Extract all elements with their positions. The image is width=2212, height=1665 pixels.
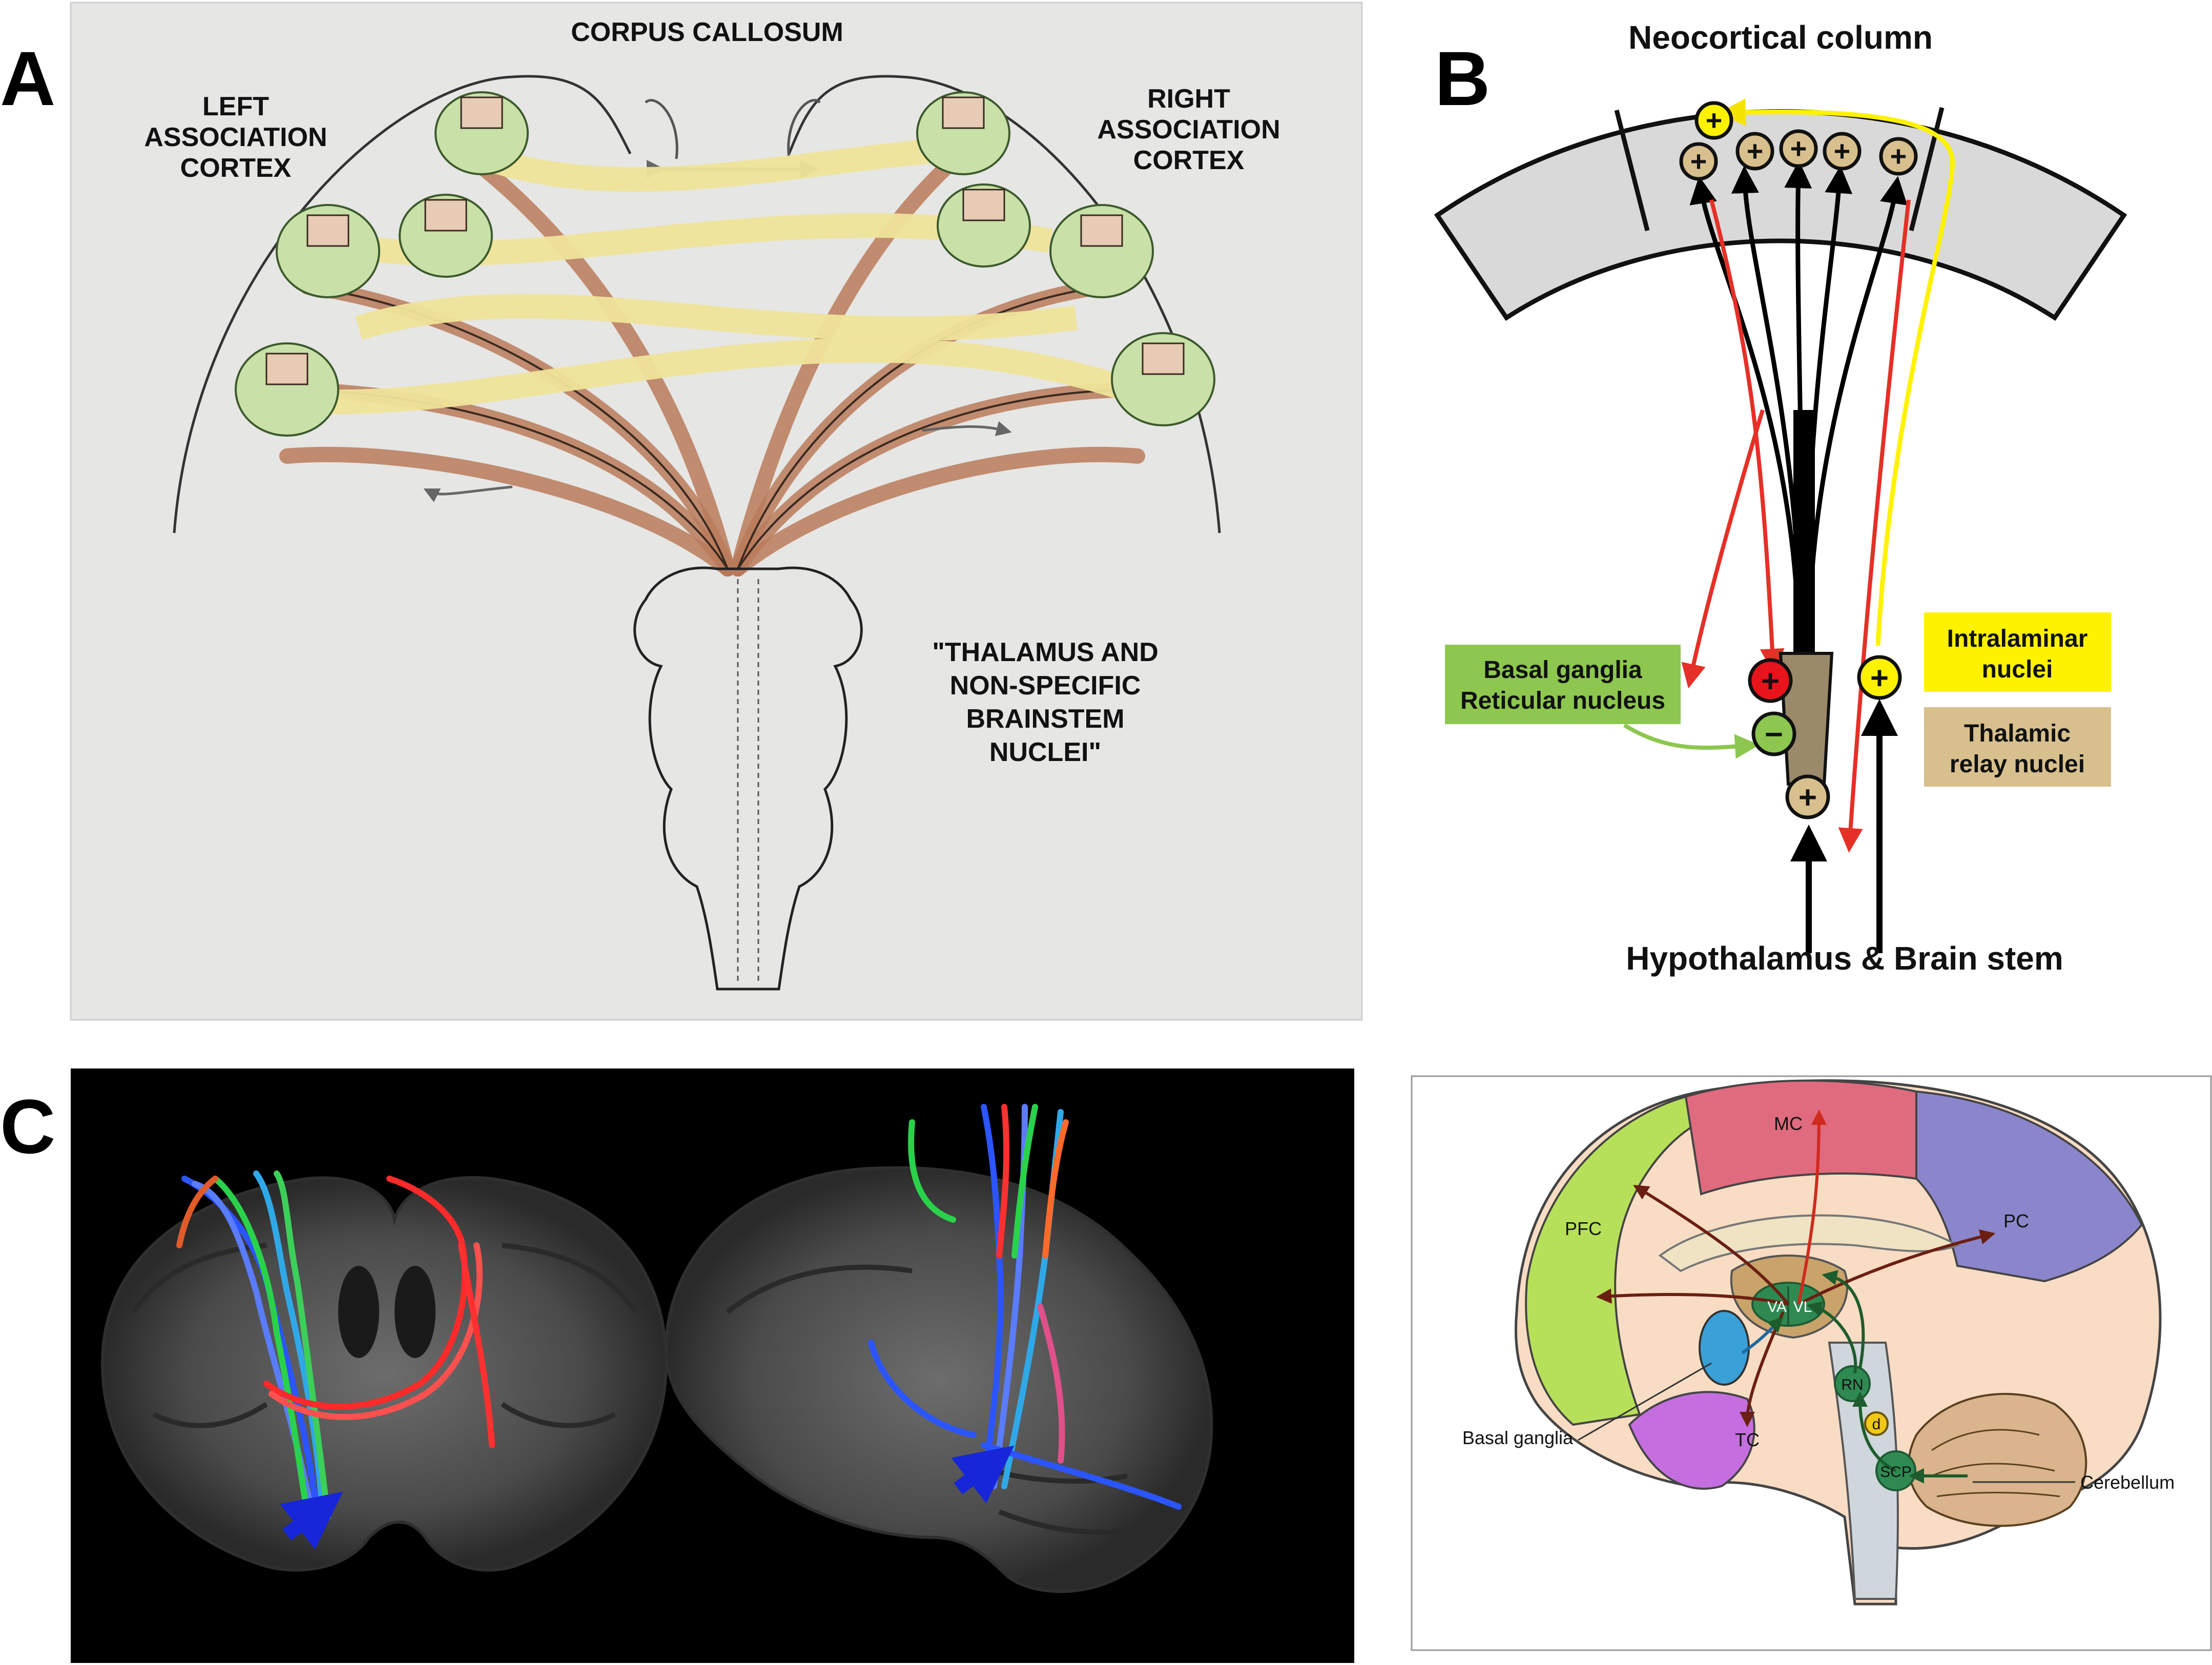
relay-fibre-bundle [1793,410,1815,656]
label-pfc: PFC [1565,1218,1602,1239]
basal-ganglia-leader [1578,1362,1712,1441]
panel-a-labels: CORPUS CALLOSUM LEFT ASSOCIATION CORTEX … [144,17,1280,767]
panel-b-letter: B [1435,35,1490,121]
red-fibre-to-basal [1681,409,1765,689]
label-pc: PC [2003,1210,2029,1231]
synapse-plus-red: + [1761,664,1780,699]
label-thalamus-4: NUCLEI" [989,737,1101,767]
panel-d-labels: MC PFC PC VA VL RN d TC SCP Basal gangli… [1462,1113,2175,1493]
inhibitory-arrow [1623,723,1760,759]
label-thalamus-1: "THALAMUS AND [932,638,1159,667]
neuron-plus-3: + [1790,132,1807,165]
tc-region [1628,1391,1755,1490]
rotation-arrow-right [922,421,1012,436]
panel-c-letter: C [0,1083,55,1169]
intralaminar-box [1924,612,2111,692]
synapse-plus-yellow: + [1870,661,1889,696]
label-right-cortex-3: CORTEX [1133,146,1245,175]
panel-b: B Neocortical column [1434,19,2127,977]
label-thalamus-3: BRAINSTEM [966,704,1124,734]
label-intralaminar-2: nuclei [1982,656,2053,683]
label-vl: VL [1793,1299,1812,1315]
cerebellum-d [1907,1393,2087,1527]
brainstem-d [1828,1342,1899,1600]
cortical-clusters [235,91,1215,437]
label-reticular-nucleus: Reticular nucleus [1460,687,1665,714]
d-pathways [1596,1109,1996,1484]
label-left-cortex-1: LEFT [202,92,269,121]
coronal-slice [100,1170,668,1572]
callosal-arc-left [645,99,678,159]
panel-c: C [0,1068,1354,1663]
label-relay-nuclei: relay nuclei [1950,751,2085,778]
label-basal-ganglia-d: Basal ganglia [1462,1427,1574,1448]
cortical-neurons: + + + + + + [1679,101,1918,181]
label-va: VA [1767,1299,1787,1315]
neuron-plus-2: + [1747,135,1764,167]
neuron-plus-1: + [1690,145,1707,177]
panel-a-letter: A [0,35,55,121]
coronal-arrow [280,1491,343,1550]
label-rn: RN [1841,1376,1863,1393]
neuron-plus-5: + [1890,140,1907,172]
synapse-plus-tan: + [1798,780,1817,815]
pfc-region [1525,1095,1692,1426]
label-cerebellum: Cerebellum [2080,1472,2175,1493]
label-d: d [1872,1416,1881,1433]
label-tc: TC [1735,1429,1760,1450]
label-left-cortex-2: ASSOCIATION [144,122,327,152]
brainstem-outline [633,566,863,991]
label-mc: MC [1774,1113,1803,1134]
callosal-arc-right [787,99,821,159]
panel-a: A [0,2,1363,1021]
label-hypothalamus: Hypothalamus & Brain stem [1626,940,2063,977]
red-fibre-descending [1838,199,1911,853]
thalamic-relay-box [1924,707,2111,787]
synapse-minus-green: − [1765,717,1783,752]
label-thalamic: Thalamic [1964,720,2071,747]
d-nucleus [1864,1411,1889,1436]
coronal-fibres [176,1170,495,1520]
label-right-cortex-2: ASSOCIATION [1097,115,1280,145]
label-scp: SCP [1880,1464,1912,1481]
label-thalamus-2: NON-SPECIFIC [950,671,1141,701]
sagittal-fibres [868,1104,1182,1510]
red-fibre-to-relay [1709,199,1785,673]
label-right-cortex-1: RIGHT [1147,84,1230,114]
basal-ganglia-d [1699,1310,1750,1386]
yellow-intralaminar-fibre [1718,98,1955,646]
left-hemisphere-outline [173,75,632,533]
label-left-cortex-3: CORTEX [180,153,292,183]
label-basal-ganglia: Basal ganglia [1483,656,1642,684]
label-corpus-callosum: CORPUS CALLOSUM [571,17,843,47]
pc-region [1915,1090,2143,1283]
neuron-plus-yellow: + [1706,104,1723,136]
panel-d: D [1411,1075,2212,1651]
rotation-arrow-left [423,485,513,503]
label-intralaminar-1: Intralaminar [1947,625,2088,652]
column-border-right [1909,107,1945,232]
sagittal-arrow [951,1445,1015,1504]
brainstem-midline [737,579,759,984]
thalamic-synapses: + − + + [1748,655,1902,819]
yellow-fibres [285,136,1131,415]
sagittal-slice [664,1104,1213,1593]
label-neocortical-column: Neocortical column [1628,19,1933,56]
column-border-left [1614,109,1650,232]
neuron-plus-4: + [1834,135,1851,167]
basal-ganglia-box [1445,645,1681,724]
